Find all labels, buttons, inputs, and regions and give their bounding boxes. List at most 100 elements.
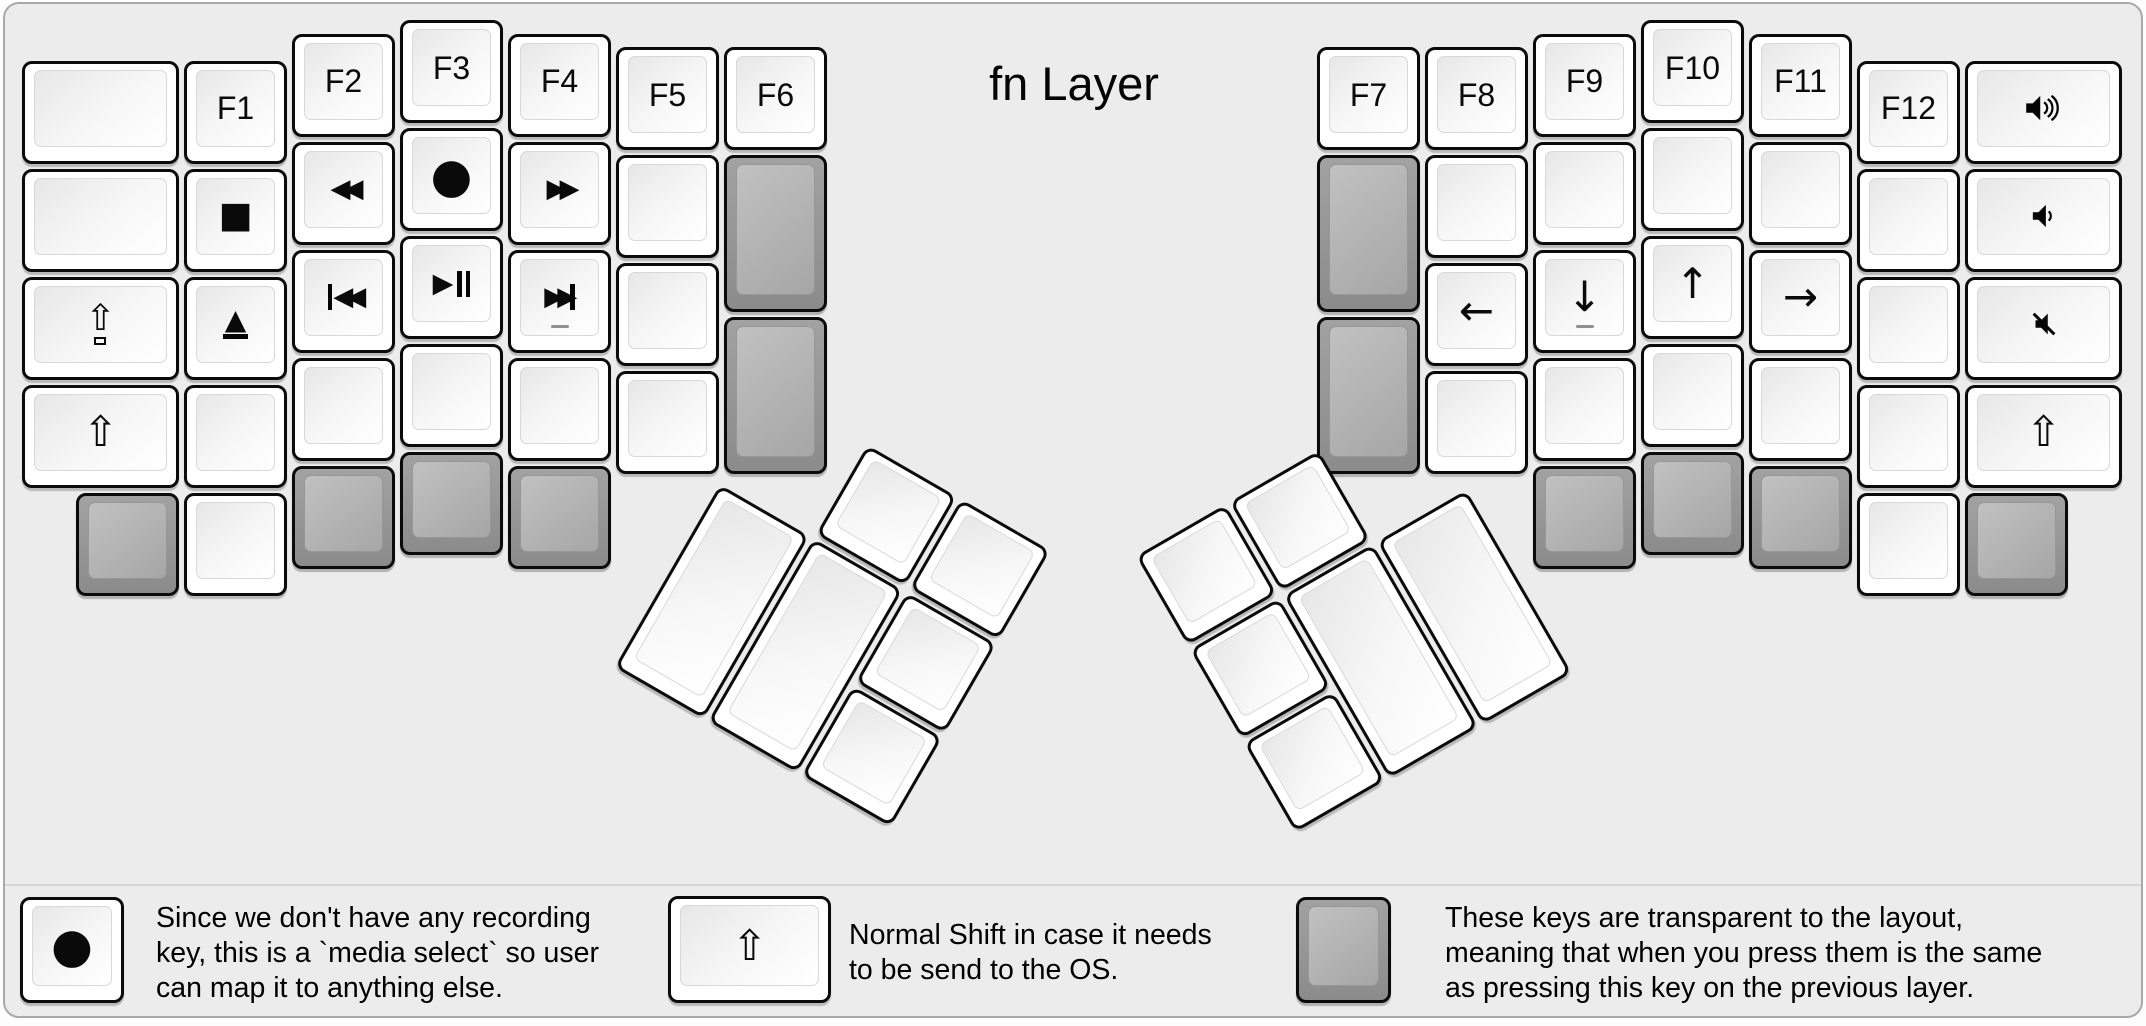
key-f10[interactable]: F10 <box>1641 20 1744 123</box>
keycap <box>1977 69 2110 147</box>
key-blank-left-1[interactable] <box>22 60 179 164</box>
legend-key-shift[interactable]: ⇧ <box>668 896 831 1003</box>
shift-icon: ⇧ <box>2025 407 2062 456</box>
keycap <box>1653 137 1732 214</box>
key-f1[interactable]: F1 <box>184 60 287 164</box>
key-fast-forward[interactable]: ▶▶ <box>508 141 611 245</box>
key-shift-left[interactable]: ⇧ <box>22 384 179 488</box>
key-f11[interactable]: F11 <box>1749 33 1852 137</box>
key-f3[interactable]: F3 <box>400 20 503 123</box>
key-next-track[interactable]: ▶▶ <box>508 249 611 353</box>
next-track-icon: ▶▶ <box>544 284 577 310</box>
key-blank-left-8[interactable] <box>616 155 719 258</box>
keycap <box>520 366 599 444</box>
key-record[interactable]: ● <box>400 128 503 231</box>
keycap <box>412 461 491 538</box>
key-transparent-left-3[interactable] <box>400 452 503 555</box>
key-play-pause[interactable]: ▶ <box>400 236 503 339</box>
key-transparent-right-5[interactable] <box>1749 465 1852 569</box>
key-transparent-left-1[interactable] <box>76 492 179 596</box>
keycap <box>1869 177 1948 255</box>
key-blank-right-8[interactable] <box>1749 357 1852 461</box>
key-f6[interactable]: F6 <box>724 47 827 150</box>
key-f4[interactable]: F4 <box>508 33 611 137</box>
key-eject[interactable]: ▲ <box>184 276 287 380</box>
key-label: F4 <box>540 63 579 99</box>
keycap: F9 <box>1545 42 1624 120</box>
key-blank-right-1[interactable] <box>1425 155 1528 258</box>
key-blank-right-9[interactable] <box>1857 168 1960 272</box>
key-blank-left-4[interactable] <box>184 492 287 596</box>
key-transparent-right-1[interactable] <box>1317 155 1420 312</box>
key-mute[interactable] <box>1965 276 2122 380</box>
key-shift-lock[interactable]: ⇧ <box>22 276 179 380</box>
key-transparent-right-2[interactable] <box>1317 317 1420 474</box>
key-arrow-left[interactable]: ← <box>1425 263 1528 366</box>
keycap: F1 <box>196 69 275 147</box>
legend-key-record[interactable]: ● <box>20 897 124 1003</box>
key-arrow-right[interactable]: → <box>1749 249 1852 353</box>
keycap: ⇧ <box>34 285 167 363</box>
keycap: F2 <box>304 42 383 120</box>
key-blank-left-2[interactable] <box>22 168 179 272</box>
keycap <box>88 501 167 579</box>
key-transparent-left-5[interactable] <box>724 155 827 312</box>
keycap <box>628 272 707 349</box>
key-f2[interactable]: F2 <box>292 33 395 137</box>
keycap: → <box>1761 258 1840 336</box>
volume-up-icon <box>2023 93 2065 123</box>
key-label: F2 <box>324 63 363 99</box>
legend-text-transparent: These keys are transparent to the layout… <box>1445 902 2043 1004</box>
key-blank-left-7[interactable] <box>508 357 611 461</box>
keycap <box>628 164 707 241</box>
keycap <box>628 380 707 457</box>
key-f7[interactable]: F7 <box>1317 47 1420 150</box>
keycap <box>1977 177 2110 255</box>
key-transparent-right-4[interactable] <box>1641 452 1744 555</box>
key-rewind[interactable]: ◀◀ <box>292 141 395 245</box>
keycap <box>1653 353 1732 430</box>
keycap <box>874 606 982 713</box>
key-prev-track[interactable]: ◀◀ <box>292 249 395 353</box>
key-f8[interactable]: F8 <box>1425 47 1528 150</box>
key-transparent-left-4[interactable] <box>508 465 611 569</box>
keycap <box>1545 366 1624 444</box>
keycap: ◀◀ <box>304 150 383 228</box>
rewind-icon: ◀◀ <box>330 174 364 204</box>
key-volume-down[interactable] <box>1965 168 2122 272</box>
key-blank-right-3[interactable] <box>1533 141 1636 245</box>
key-transparent-right-6[interactable] <box>1965 492 2068 596</box>
key-stop[interactable]: ■ <box>184 168 287 272</box>
key-transparent-right-3[interactable] <box>1533 465 1636 569</box>
key-blank-left-10[interactable] <box>616 371 719 474</box>
legend-key-transparent[interactable] <box>1296 897 1391 1003</box>
keycap: ▶▶ <box>520 150 599 228</box>
key-f12[interactable]: F12 <box>1857 60 1960 164</box>
key-blank-left-9[interactable] <box>616 263 719 366</box>
key-arrow-up[interactable]: ↑ <box>1641 236 1744 339</box>
key-blank-right-6[interactable] <box>1641 344 1744 447</box>
key-blank-left-5[interactable] <box>292 357 395 461</box>
key-f9[interactable]: F9 <box>1533 33 1636 137</box>
keycap <box>1329 326 1408 457</box>
keycap <box>1545 150 1624 228</box>
key-blank-right-7[interactable] <box>1749 141 1852 245</box>
key-volume-up[interactable] <box>1965 60 2122 164</box>
record-icon: ● <box>51 918 93 974</box>
key-blank-right-4[interactable] <box>1533 357 1636 461</box>
key-arrow-down[interactable]: ↓ <box>1533 249 1636 353</box>
fast-forward-icon: ▶▶ <box>546 174 580 204</box>
prev-track-icon: ◀◀ <box>327 284 366 310</box>
key-blank-right-10[interactable] <box>1857 276 1960 380</box>
key-f5[interactable]: F5 <box>616 47 719 150</box>
keycap: F12 <box>1869 69 1948 147</box>
key-transparent-left-2[interactable] <box>292 465 395 569</box>
key-blank-right-2[interactable] <box>1425 371 1528 474</box>
key-blank-left-3[interactable] <box>184 384 287 488</box>
key-blank-right-5[interactable] <box>1641 128 1744 231</box>
key-blank-left-6[interactable] <box>400 344 503 447</box>
key-transparent-left-6[interactable] <box>724 317 827 474</box>
key-blank-right-12[interactable] <box>1857 492 1960 596</box>
key-blank-right-11[interactable] <box>1857 384 1960 488</box>
key-shift-right[interactable]: ⇧ <box>1965 384 2122 488</box>
